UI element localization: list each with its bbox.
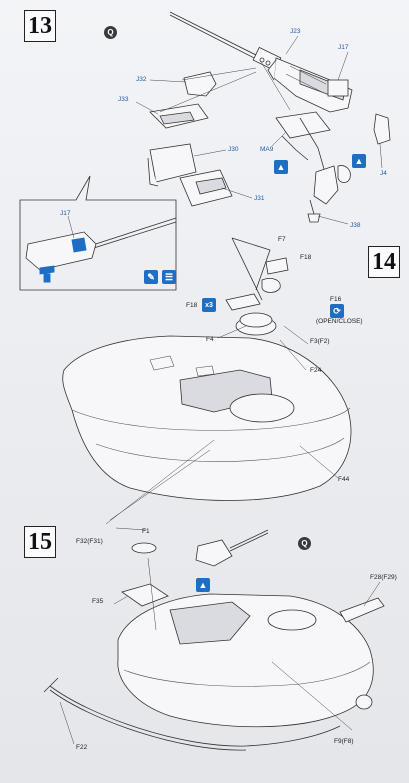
part-label-f22: F22 [76,744,88,751]
mg-callout-box [19,175,177,291]
part-label-f4: F4 [206,336,214,343]
x3-quantity-icon: x3 [202,298,216,312]
step-13-number: 13 [24,10,56,42]
file-icon: ☰ [162,270,176,284]
part-label-f28-f29: F28(F29) [370,574,397,581]
part-label-j33: J33 [118,96,129,103]
machine-gun-drawing [169,11,353,113]
mount-cradle-parts [275,111,391,223]
part-label-f7: F7 [278,236,286,243]
turret-14-drawing [62,237,352,525]
part-label-f32-f31: F32(F31) [76,538,103,545]
part-label-j38: J38 [350,222,361,229]
part-label-f9-f8: F9(F8) [334,738,354,745]
part-label-j23: J23 [290,28,301,35]
part-label-j30: J30 [228,146,239,153]
part-label-j31: J31 [254,195,265,202]
part-label-f35: F35 [92,598,104,605]
cement-icon: ▲ [352,154,366,168]
turret-15-drawing [43,527,385,751]
part-label-j4: J4 [380,170,387,177]
part-label-f3-f2: F3(F2) [310,338,330,345]
step-14-number: 14 [368,246,400,278]
step-15-number: 15 [24,526,56,558]
part-label-ma9: MA9 [260,146,274,153]
q-option-icon: Q [298,537,311,550]
step-13-leaders [67,35,383,239]
part-label-j17-callout: J17 [60,210,71,217]
rotate-icon: ⟳ [330,304,344,318]
part-label-f16: F16 [330,296,342,303]
cement-icon: ▲ [196,578,210,592]
ammo-tray-parts [147,71,233,207]
part-label-f18: F18 [300,254,312,261]
part-label-j17: J17 [338,44,349,51]
part-label-f44: F44 [338,476,350,483]
part-label-f24: F24 [310,367,322,374]
cement-icon: ▲ [274,160,288,174]
q-option-icon: Q [104,26,117,39]
paint-icon: ✎ [144,270,158,284]
part-label-j32: J32 [136,76,147,83]
part-label-f1: F1 [142,528,150,535]
open-close-note: (OPEN/CLOSE) [316,318,363,325]
part-label-f18-multiple: F18 [186,302,198,309]
